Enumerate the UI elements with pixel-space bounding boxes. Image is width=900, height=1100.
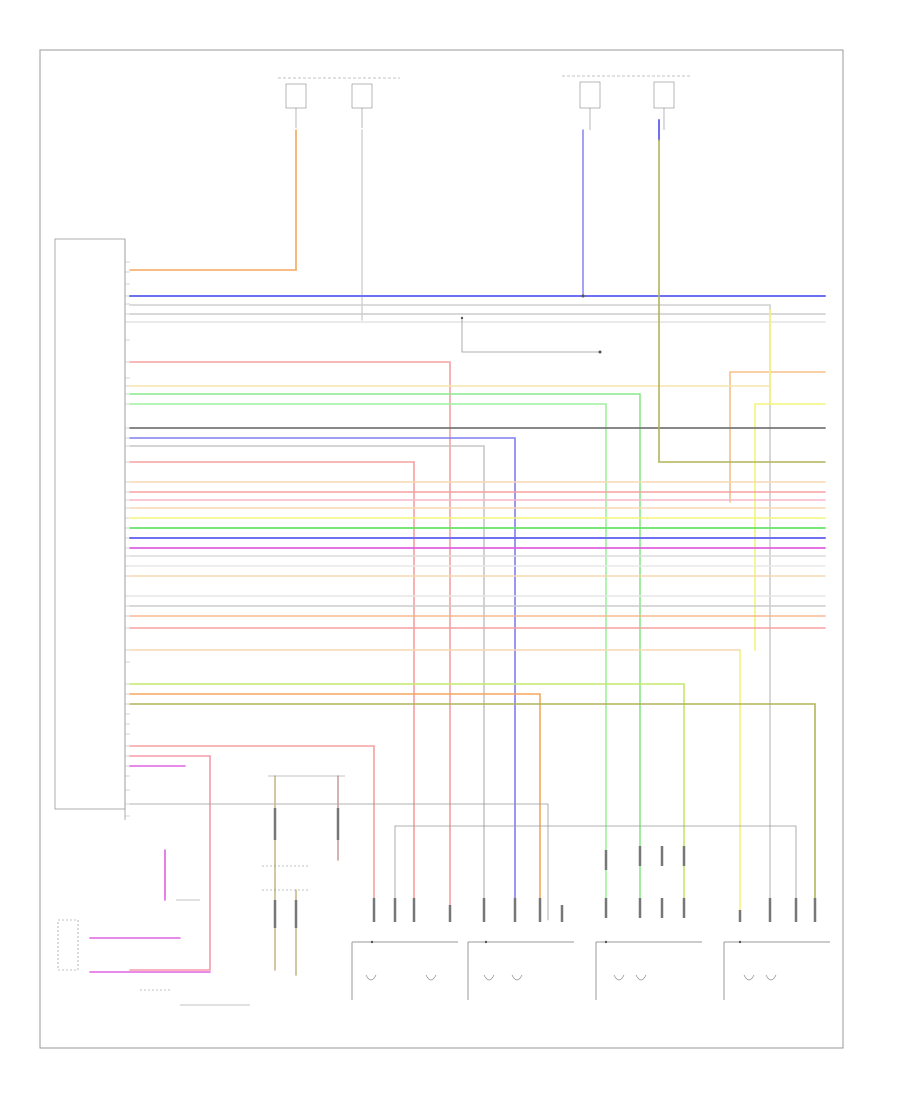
module-pins — [125, 261, 130, 817]
wire-orange-lower — [129, 693, 541, 921]
wire-harness — [89, 119, 826, 976]
component-rails — [351, 941, 830, 1000]
wire-pink-lower-2 — [129, 755, 211, 971]
wire-gray-3 — [129, 445, 485, 921]
left-lower-components — [57, 899, 250, 1006]
wire-green-1 — [129, 393, 641, 911]
diagram-frame — [39, 49, 844, 1049]
speaker-symbols — [365, 974, 777, 981]
wire-gray-1 — [129, 304, 771, 911]
wire-relay — [461, 317, 601, 353]
wire-olive-drop — [658, 139, 826, 463]
center-splice — [262, 775, 345, 891]
splice-dots — [370, 294, 742, 944]
wire-yellow-right-v — [739, 403, 756, 911]
wire-orange-top — [129, 129, 297, 271]
wire-olive-lower — [129, 703, 816, 921]
fuse-block-left — [278, 77, 400, 128]
wire-purple — [129, 437, 516, 921]
wire-pink-2 — [129, 461, 415, 921]
control-module-box — [54, 238, 126, 810]
wire-green-lower — [129, 683, 685, 911]
wire-pink-1 — [129, 361, 451, 921]
fuse-block-right — [562, 75, 690, 130]
connector-marks — [273, 808, 817, 928]
wire-gray-splice — [129, 803, 549, 921]
wire-pink-lower-1 — [129, 745, 375, 921]
wire-green-2 — [129, 403, 607, 911]
wire-magenta-lower — [89, 765, 211, 973]
wire-gray-splice-2 — [394, 825, 797, 911]
